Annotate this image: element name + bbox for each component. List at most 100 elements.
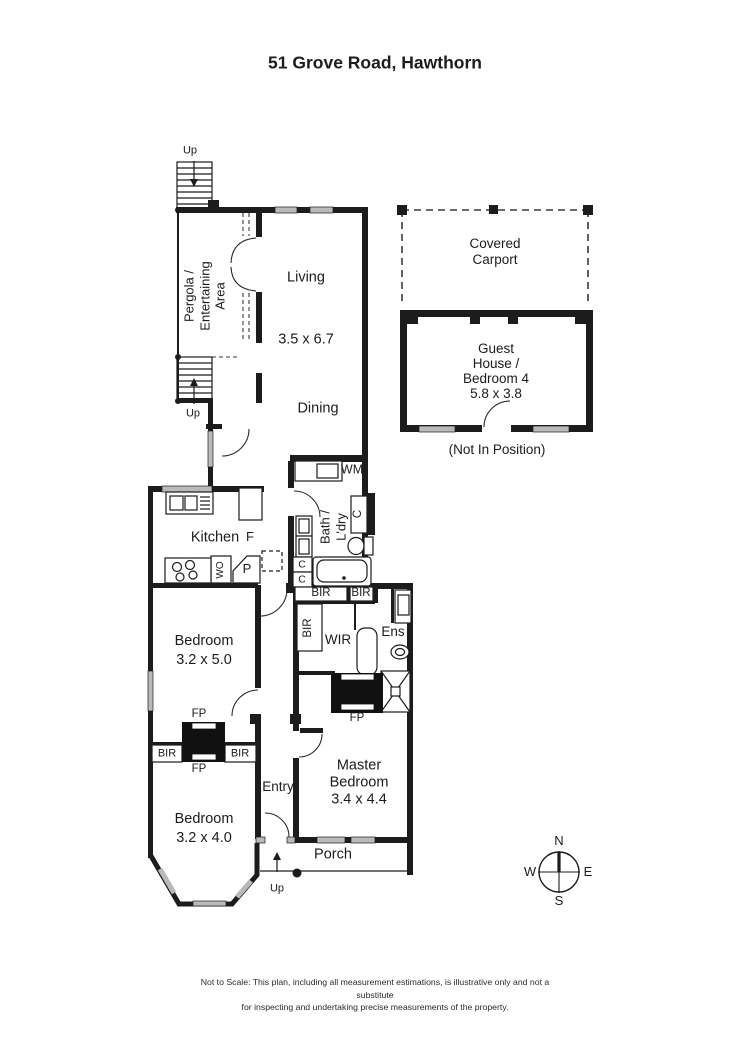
wall-segment: [391, 588, 394, 623]
cupboard-label: C: [352, 509, 365, 519]
compass-rose: [538, 851, 580, 893]
porch-up-label: Up: [269, 882, 285, 895]
shower-screen-wall: [356, 627, 378, 676]
disclaimer-text: Not to Scale: This plan, including all m…: [200, 977, 550, 1013]
fridge-label: F: [246, 529, 254, 545]
window: [350, 836, 376, 844]
toilet-bowl: [347, 536, 365, 556]
robe-box: [349, 586, 374, 602]
ensuite-fixtures: [356, 589, 412, 713]
door-arc: [221, 428, 250, 457]
wall-nub: [290, 714, 301, 724]
wall-segment: [362, 207, 368, 587]
wall-segment: [288, 461, 294, 488]
guest-house-note: (Not In Position): [448, 441, 546, 457]
window: [161, 485, 213, 493]
porch-post-dot: [292, 868, 302, 878]
robe-label: BIR: [311, 587, 331, 600]
room-label-carport: Covered Carport: [469, 235, 521, 267]
burner: [171, 561, 183, 573]
wall-segment: [256, 207, 262, 237]
bathtub-inner: [316, 559, 368, 583]
window: [157, 867, 177, 895]
room-label-entry: Entry: [262, 778, 294, 794]
wall-segment: [178, 398, 213, 403]
robe-label: BIR: [157, 747, 177, 760]
door-panel: [300, 728, 323, 733]
wall-oven-label: WO: [215, 561, 226, 579]
carport-post: [489, 205, 498, 214]
burner: [175, 572, 185, 582]
covered-carport: [397, 205, 593, 306]
fireplace-label: FP: [349, 712, 365, 725]
porch-markers: [260, 852, 410, 878]
bay-window: [148, 843, 260, 907]
compass-east-label: E: [583, 864, 593, 880]
stairs-top: [176, 161, 213, 209]
bathtub-drain: [342, 576, 346, 580]
washing-machine-label: WM: [340, 462, 364, 477]
window: [418, 425, 456, 433]
wall-segment: [256, 373, 262, 403]
vanity-basin: [397, 594, 410, 616]
wall-nub: [208, 200, 219, 212]
robe-label: BIR: [351, 587, 371, 600]
page-title: 51 Grove Road, Hawthorn: [268, 52, 482, 73]
window: [316, 836, 346, 844]
washing-machine-box: [316, 463, 339, 479]
wall-segment: [206, 424, 222, 429]
window: [207, 430, 214, 468]
wall-nub: [250, 714, 261, 724]
door-arc: [259, 588, 288, 617]
wall-segment: [288, 516, 294, 587]
fireplace-hearth: [340, 673, 375, 681]
bath-fixtures: [292, 460, 374, 588]
stair-arrow-head: [190, 179, 198, 187]
stairs-up-label: Up: [185, 407, 201, 420]
fireplace-hearth: [191, 753, 217, 761]
compass-north-label: N: [554, 833, 564, 849]
room-dims-living: 3.5 x 6.7: [278, 331, 334, 348]
pantry-bench: [232, 555, 261, 584]
window: [235, 879, 253, 899]
fridge-cabinet: [238, 487, 263, 521]
wall-segment: [295, 671, 335, 675]
room-label-wir: WIR: [324, 631, 352, 647]
dashed-overhead-box: [261, 550, 283, 572]
cupboard-label: C: [298, 573, 306, 586]
windows: [147, 206, 376, 844]
room-label-bedroom1: Bedroom 3.2 x 5.0: [174, 633, 234, 668]
wall-nub: [575, 316, 587, 324]
door-arc: [231, 689, 259, 717]
cupboard-inner: [298, 538, 310, 555]
robe-box: [294, 586, 348, 602]
door-opening: [482, 424, 511, 433]
wall-segment: [354, 603, 356, 630]
fireplace-label: FP: [191, 708, 207, 721]
stair-arrow-head: [190, 378, 198, 386]
wall-segment: [255, 716, 261, 839]
robe-label: BIR: [302, 618, 315, 638]
robe-label: BIR: [230, 747, 250, 760]
wall-segment: [255, 585, 261, 688]
fireplace-hearth: [191, 722, 217, 730]
robe-box: [296, 603, 323, 652]
vanity-basin: [298, 518, 310, 534]
wall-nub: [366, 493, 375, 535]
room-label-porch: Porch: [314, 846, 352, 863]
room-label-bedroom2: Bedroom 3.2 x 4.0: [174, 811, 234, 846]
pergola-post-line: [177, 207, 179, 403]
carport-post: [583, 205, 593, 215]
wall-nub: [508, 316, 518, 324]
wall-nub: [470, 316, 480, 324]
door-swings: [221, 237, 323, 838]
door-arc: [293, 490, 321, 518]
cupboard-label: C: [298, 558, 306, 571]
robes: [151, 586, 374, 763]
french-door-arc: [230, 237, 257, 264]
toilet-cistern: [363, 536, 374, 556]
kitchen-fixtures: [164, 487, 283, 584]
pantry-label: P: [242, 561, 252, 577]
carport-post: [397, 205, 407, 215]
